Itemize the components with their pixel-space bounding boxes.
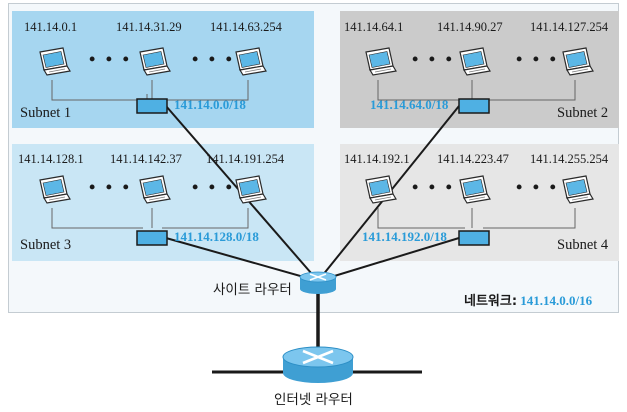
host-ip-label: 141.14.223.47 bbox=[437, 152, 509, 166]
laptop-icon bbox=[459, 47, 491, 76]
subnet-label: Subnet 3 bbox=[20, 237, 72, 253]
ellipsis: • • • bbox=[89, 177, 132, 197]
host-ip-label: 141.14.31.29 bbox=[116, 20, 182, 34]
internet-router-label: 인터넷 라우터 bbox=[274, 392, 353, 408]
laptop-icon bbox=[139, 175, 171, 204]
subnet-label: Subnet 2 bbox=[557, 105, 609, 121]
ellipsis: • • • bbox=[412, 177, 455, 197]
site-router-icon bbox=[299, 271, 337, 294]
laptop-icon bbox=[365, 175, 397, 204]
host-ip-label: 141.14.255.254 bbox=[530, 152, 609, 166]
site-router-label: 사이트 라우터 bbox=[213, 282, 292, 298]
laptop-icon bbox=[459, 175, 491, 204]
subnet-network-label: 141.14.64.0/18 bbox=[370, 97, 449, 112]
switch-icon bbox=[136, 230, 168, 246]
laptop-icon bbox=[562, 175, 594, 204]
ellipsis: • • • bbox=[192, 49, 235, 69]
host-ip-label: 141.14.128.1 bbox=[18, 152, 84, 166]
host-ip-label: 141.14.0.1 bbox=[24, 20, 78, 34]
ellipsis: • • • bbox=[89, 49, 132, 69]
host-ip-label: 141.14.63.254 bbox=[210, 20, 282, 34]
switch-icon bbox=[458, 98, 490, 114]
subnet-network-label: 141.14.0.0/18 bbox=[174, 97, 246, 112]
laptop-icon bbox=[39, 175, 71, 204]
ellipsis: • • • bbox=[516, 177, 559, 197]
ellipsis: • • • bbox=[412, 49, 455, 69]
ellipsis: • • • bbox=[192, 177, 235, 197]
host-ip-label: 141.14.192.1 bbox=[344, 152, 410, 166]
host-ip-label: 141.14.142.37 bbox=[110, 152, 182, 166]
host-ip-label: 141.14.64.1 bbox=[344, 20, 404, 34]
switch-icon bbox=[136, 98, 168, 114]
link-subnet4-router bbox=[317, 237, 460, 282]
host-ip-label: 141.14.127.254 bbox=[530, 20, 609, 34]
host-ip-label: 141.14.191.254 bbox=[206, 152, 285, 166]
laptop-icon bbox=[365, 47, 397, 76]
ellipsis: • • • bbox=[516, 49, 559, 69]
laptop-icon bbox=[562, 47, 594, 76]
switch-icon bbox=[458, 230, 490, 246]
laptop-icon bbox=[235, 175, 267, 204]
link-subnet3-router bbox=[165, 237, 319, 282]
network-caption: 네트워크: 141.14.0.0/16 bbox=[464, 290, 592, 309]
network-caption-label: 네트워크: bbox=[464, 294, 518, 309]
subnet-label: Subnet 4 bbox=[557, 237, 609, 253]
laptop-icon bbox=[139, 47, 171, 76]
internet-router-icon bbox=[282, 346, 354, 383]
laptop-icon bbox=[39, 47, 71, 76]
laptop-icon bbox=[235, 47, 267, 76]
subnet-network-label: 141.14.128.0/18 bbox=[174, 229, 259, 244]
host-ip-label: 141.14.90.27 bbox=[437, 20, 503, 34]
subnet-label: Subnet 1 bbox=[20, 105, 72, 121]
subnet-network-label: 141.14.192.0/18 bbox=[362, 229, 447, 244]
network-caption-value: 141.14.0.0/16 bbox=[520, 293, 593, 308]
